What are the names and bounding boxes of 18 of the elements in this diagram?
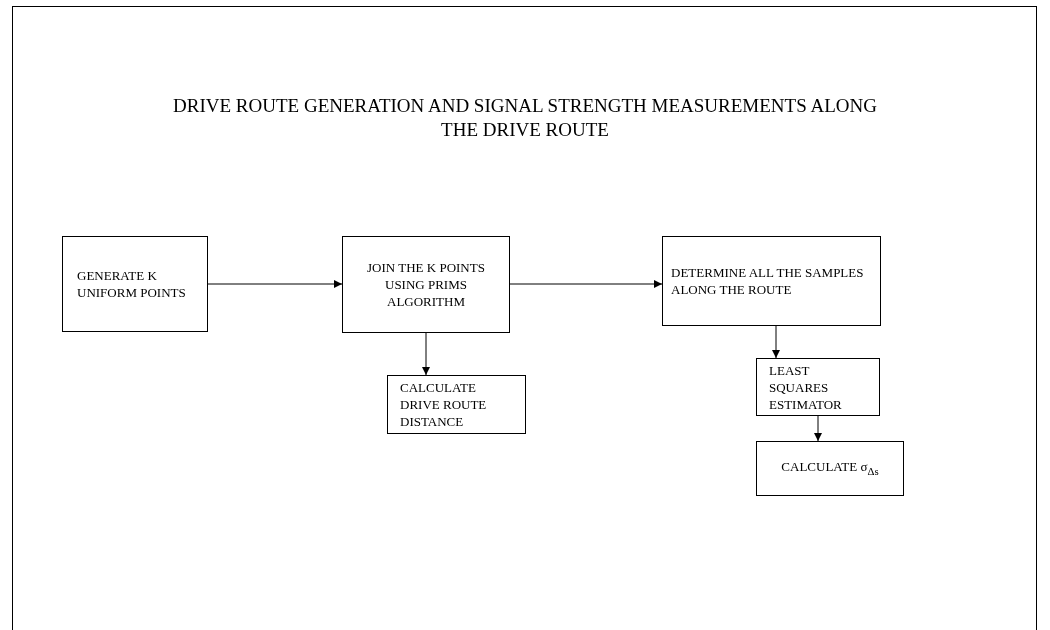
process-box <box>662 236 881 326</box>
arrow <box>814 415 822 442</box>
box-label: JOIN THE K POINTS USING PRIMS ALGORITHM <box>366 259 486 310</box>
diagram-title: DRIVE ROUTE GENERATION AND SIGNAL STRENGTH MEASUREMENTS ALONG THE DRIVE ROUTE <box>172 94 878 142</box>
arrow <box>509 280 663 288</box>
box-label: DETERMINE ALL THE SAMPLES ALONG THE ROUTE <box>671 264 865 298</box>
box-label: GENERATE K UNIFORM POINTS <box>77 267 187 301</box>
box-label: CALCULATE σ$_{Δs}$ <box>781 457 879 479</box>
arrow <box>207 280 343 288</box>
process-box <box>387 375 526 434</box>
arrow <box>772 325 780 359</box>
box-label: LEAST SQUARES ESTIMATOR <box>769 361 843 413</box>
arrow <box>422 332 430 376</box>
process-box <box>756 441 904 496</box>
box-label: CALCULATE DRIVE ROUTE DISTANCE <box>400 379 488 430</box>
process-box <box>342 236 510 333</box>
process-box <box>62 236 208 332</box>
process-box <box>756 358 880 416</box>
